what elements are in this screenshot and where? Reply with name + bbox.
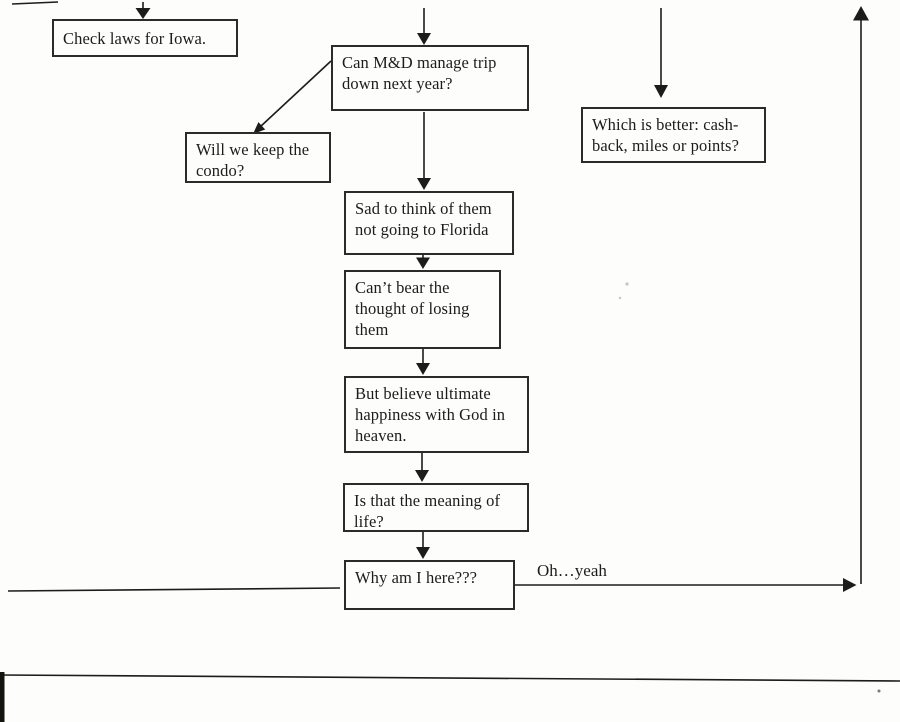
flowchart-node-meaning-of-life: Is that the meaning of life? — [343, 483, 529, 532]
arrow-but-believe-to-is-that-icon — [415, 453, 429, 482]
label-oh-yeah: Oh…yeah — [537, 561, 607, 580]
arrow-sad-to-cant-bear-icon — [416, 255, 430, 269]
arrow-can-md-to-sad-icon — [417, 112, 431, 190]
arrow-into-can-md-icon — [417, 8, 431, 45]
arrow-can-md-to-condo-icon — [253, 60, 332, 134]
flowchart-node-why-am-i-here: Why am I here??? — [344, 560, 515, 610]
flowchart-node-cant-bear-losing: Can’t bear the thought of losing them — [344, 270, 501, 349]
flowchart-node-sad-florida: Sad to think of them not going to Florid… — [344, 191, 514, 255]
flowchart-node-keep-condo: Will we keep the condo? — [185, 132, 331, 183]
arrow-cant-bear-to-but-believe-icon — [416, 349, 430, 375]
arrow-into-check-laws-icon — [135, 2, 151, 19]
arrow-right-edge-up-icon — [853, 6, 869, 584]
flowchart-node-ultimate-happiness: But believe ultimate happiness with God … — [344, 376, 529, 453]
flowchart-node-can-md-manage-trip: Can M&D manage trip down next year? — [331, 45, 529, 111]
arrow-into-which-better-icon — [654, 8, 668, 98]
flowchart-node-check-laws-iowa: Check laws for Iowa. — [52, 19, 238, 57]
arrow-is-that-to-why-icon — [416, 532, 430, 559]
flowchart-node-cash-back-miles-points: Which is better: cash- back, miles or po… — [581, 107, 766, 163]
